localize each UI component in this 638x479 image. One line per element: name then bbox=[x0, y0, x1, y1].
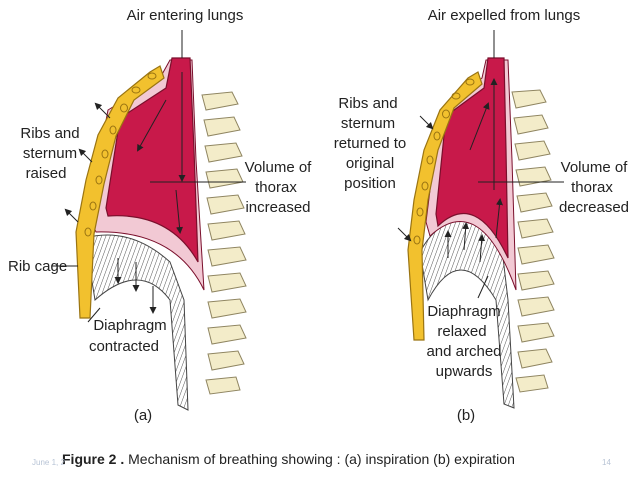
upward-motion-arrow bbox=[94, 102, 111, 119]
caption-text: Mechanism of breathing showing : (a) ins… bbox=[124, 451, 515, 467]
rib-cage-label: Rib cage bbox=[8, 258, 67, 275]
ribs-raised-label-1: Ribs and bbox=[20, 125, 79, 142]
air-expelled-label: Air expelled from lungs bbox=[428, 7, 581, 24]
airflow-arrow bbox=[175, 189, 184, 234]
ribs-returned-label-4: original bbox=[346, 155, 394, 172]
upward-motion-arrow bbox=[78, 148, 93, 163]
airflow-arrow bbox=[495, 198, 503, 239]
volume-decreased-label-1: Volume of bbox=[561, 159, 629, 176]
rib-cage-a bbox=[75, 65, 165, 319]
figure-caption: Figure 2 . Mechanism of breathing showin… bbox=[62, 451, 515, 467]
downward-motion-arrow bbox=[419, 115, 434, 130]
rib-segments-b bbox=[413, 78, 475, 245]
caption-figure-number: Figure 2 . bbox=[62, 451, 124, 467]
footer-date: June 1, 2 bbox=[32, 458, 65, 467]
ribs-returned-label-1: Ribs and bbox=[338, 95, 397, 112]
airflow-arrow bbox=[469, 102, 490, 151]
diaphragm-relaxed-label-3: and arched bbox=[426, 343, 501, 360]
downward-motion-arrow bbox=[397, 227, 412, 242]
panel-inspiration: Air entering lungs Ribs and sternum rais… bbox=[8, 7, 312, 424]
upward-motion-arrow bbox=[64, 208, 79, 223]
volume-increased-label-1: Volume of bbox=[245, 159, 313, 176]
spine-a bbox=[201, 91, 247, 395]
diaphragm-contracted-label-2: contracted bbox=[89, 338, 159, 355]
volume-decreased-label-3: decreased bbox=[559, 199, 629, 216]
diaphragm-relaxed-label-2: relaxed bbox=[437, 323, 486, 340]
ribs-raised-label-2: sternum bbox=[23, 145, 77, 162]
panel-expiration: Air expelled from lungs Ribs and sternum… bbox=[334, 7, 629, 424]
leader-line bbox=[87, 307, 101, 323]
panel-b-letter: (b) bbox=[457, 407, 475, 424]
ribs-returned-label-2: sternum bbox=[341, 115, 395, 132]
volume-increased-label-2: thorax bbox=[255, 179, 297, 196]
diaphragm-relaxed-label-1: Diaphragm bbox=[427, 303, 500, 320]
leader-line bbox=[477, 275, 489, 299]
ribs-returned-label-3: returned to bbox=[334, 135, 407, 152]
panel-a-letter: (a) bbox=[134, 407, 152, 424]
lung-a bbox=[105, 57, 199, 263]
volume-increased-label-3: increased bbox=[245, 199, 310, 216]
spine-b bbox=[511, 89, 555, 393]
volume-decreased-label-2: thorax bbox=[571, 179, 613, 196]
footer-page-number: 14 bbox=[602, 458, 611, 467]
rib-segments-a bbox=[84, 72, 157, 237]
diaphragm-relaxed-label-4: upwards bbox=[436, 363, 493, 380]
diaphragm-contracted-label-1: Diaphragm bbox=[93, 317, 166, 334]
air-entering-label: Air entering lungs bbox=[127, 7, 244, 24]
ribs-returned-label-5: position bbox=[344, 175, 396, 192]
airflow-arrow bbox=[137, 99, 167, 152]
lung-b bbox=[435, 57, 509, 259]
ribs-raised-label-3: raised bbox=[26, 165, 67, 182]
upward-motion-arrow bbox=[478, 234, 486, 263]
upward-motion-arrow bbox=[462, 222, 470, 251]
rib-cage-b bbox=[407, 71, 483, 341]
